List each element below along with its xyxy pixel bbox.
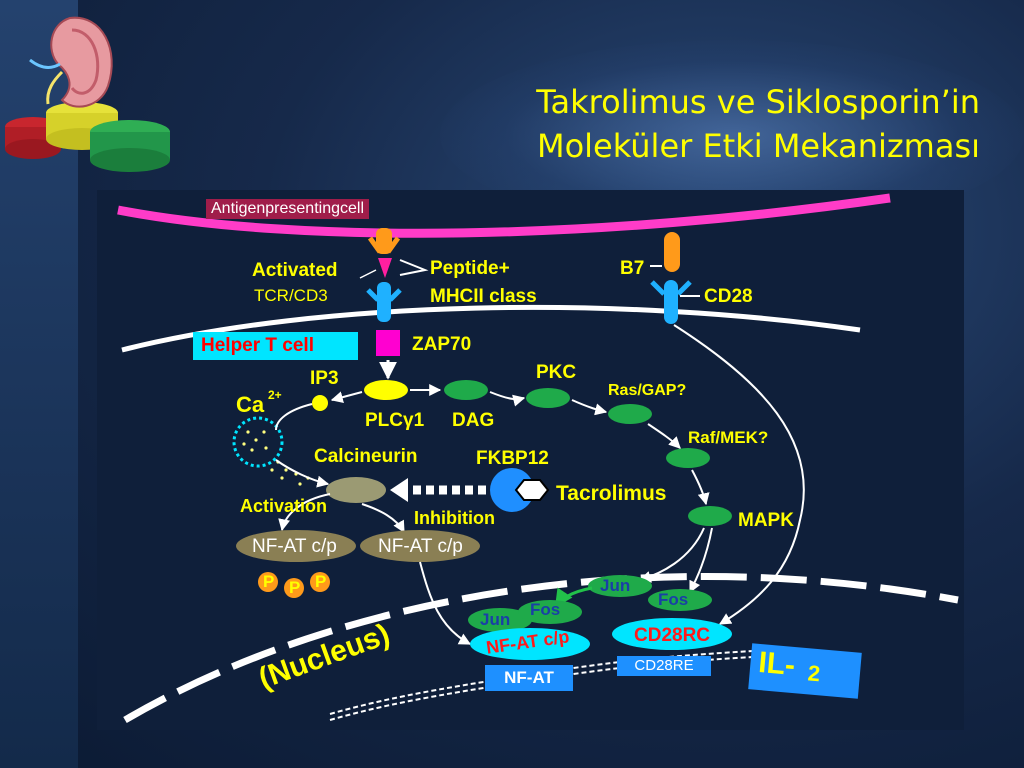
- mapk-node: [688, 506, 732, 526]
- title-line-2: Moleküler Etki Mekanizması: [536, 127, 980, 165]
- cd28-label: CD28: [704, 286, 753, 307]
- zap70-label: ZAP70: [412, 334, 472, 355]
- nfat-bottom-box: NF-AT: [485, 665, 573, 691]
- tcr-receptor: [359, 228, 429, 322]
- nucleus-membrane: [123, 572, 959, 724]
- pkc-label: PKC: [536, 362, 577, 383]
- ip3-label: IP3: [310, 368, 339, 389]
- fos-left-node: [518, 600, 582, 624]
- cd28rc-node: [612, 618, 732, 650]
- ras-gap-label: Ras/GAP?: [608, 382, 687, 399]
- jun-left-node: [468, 608, 532, 632]
- cd28rc-label: CD28RC: [634, 625, 711, 646]
- nfat-right-label: NF-AT c/p: [378, 536, 463, 557]
- inhibition-label: Inhibition: [414, 508, 495, 528]
- raf-mek-label: Raf/MEK?: [688, 428, 769, 447]
- tcell-membrane: [121, 304, 861, 353]
- phosphate-1: [258, 572, 278, 592]
- phosphate-3-label: P: [315, 572, 327, 591]
- b7-label: B7: [620, 258, 645, 279]
- jun-left-label: Jun: [480, 610, 511, 629]
- fos-left-label: Fos: [530, 600, 561, 619]
- dag-node: [444, 380, 488, 400]
- mhc-class-label: MHCII class: [430, 286, 537, 307]
- il2-box: IL- 2: [748, 643, 862, 699]
- tacrolimus-hexagon: [514, 479, 550, 501]
- jun-top-node: [588, 575, 652, 597]
- plc-node: [364, 380, 408, 400]
- helper-t-cell-label: Helper T cell: [193, 332, 358, 360]
- peptide-label: Peptide+: [430, 258, 510, 279]
- kidney-logo-icon: [5, 16, 170, 172]
- pkc-node: [526, 388, 570, 408]
- phosphate-2-label: P: [289, 578, 301, 597]
- ca-label: Ca: [236, 392, 265, 417]
- activation-label: Activation: [240, 496, 328, 516]
- il2-number: 2: [806, 660, 822, 687]
- calcineurin-label: Calcineurin: [314, 446, 418, 467]
- jun-top-label: Jun: [600, 576, 631, 595]
- ras-gap-node: [608, 404, 652, 424]
- zap70-box: [376, 330, 400, 356]
- ca-charge-label: 2+: [268, 388, 282, 402]
- apc-membrane: [117, 193, 891, 238]
- fkbp12-label: FKBP12: [476, 448, 549, 469]
- ip3-dot: [312, 395, 328, 411]
- nfat-left-label: NF-AT c/p: [252, 536, 337, 557]
- slide-title: Takrolimus ve Siklosporin’in Moleküler E…: [450, 80, 1010, 168]
- tcr-cd3-label: TCR/CD3: [254, 286, 328, 305]
- phosphate-1-label: P: [263, 572, 275, 591]
- phosphate-2: [284, 578, 304, 598]
- fos-top-label: Fos: [658, 590, 689, 609]
- ca-store: [232, 416, 284, 468]
- il2-prefix: IL-: [757, 645, 797, 683]
- fkbp12-node: [490, 468, 534, 512]
- nfat-left-node: [236, 530, 356, 562]
- calcineurin-node: [326, 477, 386, 503]
- mapk-label: MAPK: [738, 510, 794, 531]
- dag-label: DAG: [452, 410, 495, 431]
- nfat-right-node: [360, 530, 480, 562]
- b7-cd28-receptor: [650, 232, 700, 324]
- activated-label: Activated: [252, 260, 338, 281]
- tacrolimus-label: Tacrolimus: [556, 482, 667, 505]
- cd28re-box: CD28RE: [617, 656, 711, 676]
- plc-label: PLCγ1: [365, 410, 425, 431]
- title-line-1: Takrolimus ve Siklosporin’in: [536, 83, 980, 121]
- phosphate-3: [310, 572, 330, 592]
- fos-top-node: [648, 589, 712, 611]
- raf-mek-node: [666, 448, 710, 468]
- apc-label: Antigenpresentingcell: [206, 199, 369, 219]
- nfat-nucleus-node: [470, 628, 590, 660]
